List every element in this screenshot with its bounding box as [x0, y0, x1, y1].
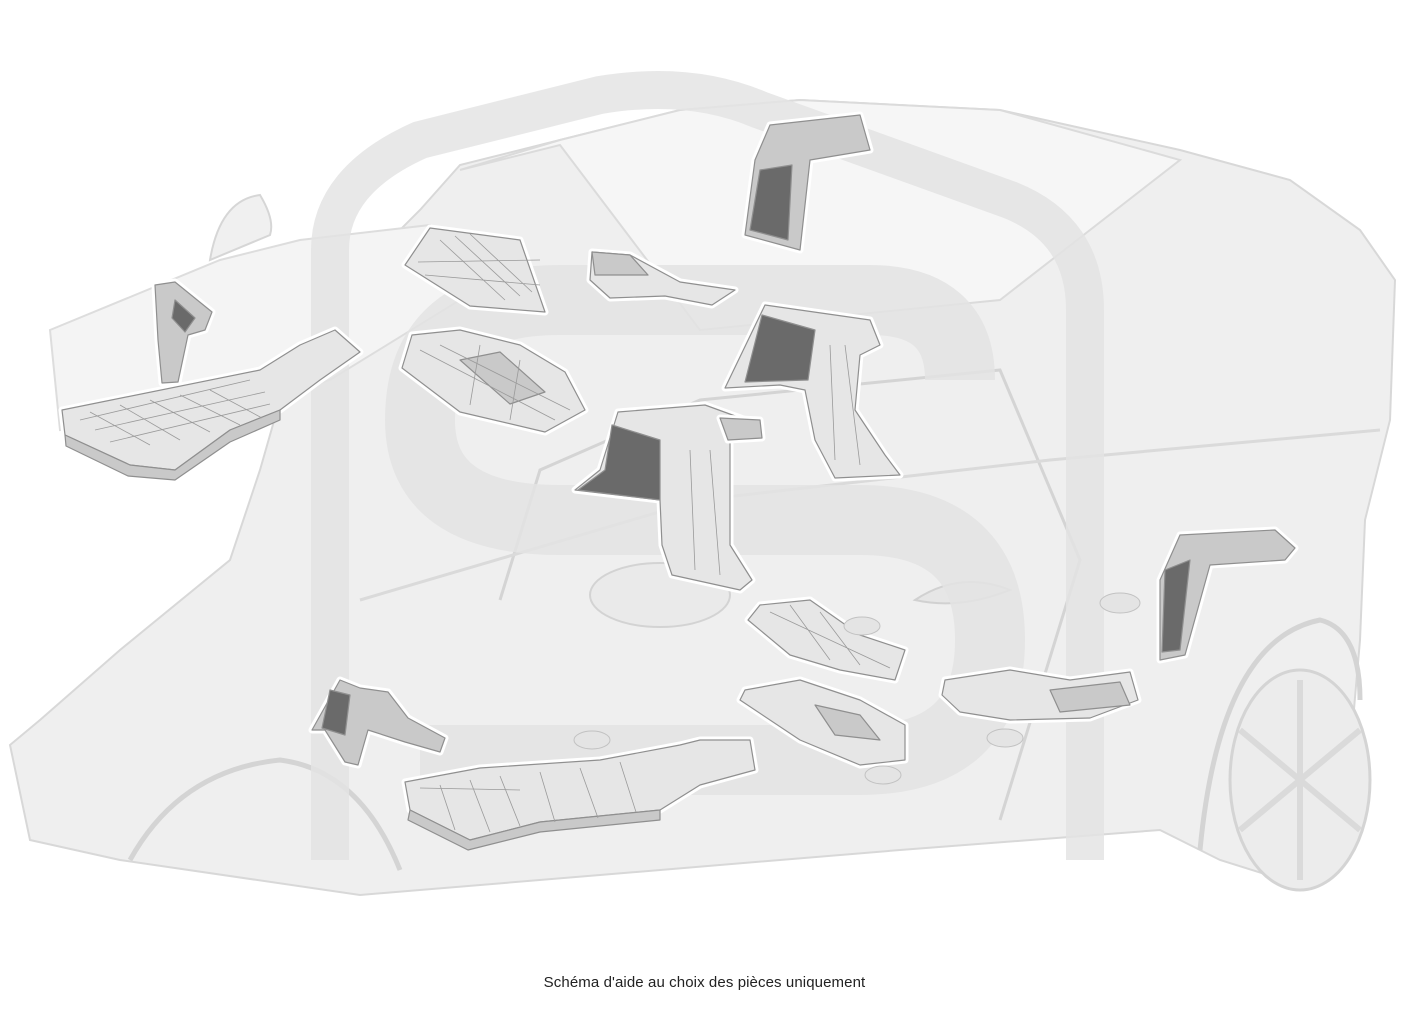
front-wheelhouse-bracket[interactable] [938, 666, 1142, 724]
windshield [459, 98, 1183, 332]
rear-wheel-arch [1197, 617, 1363, 851]
front-floor-center-support[interactable] [736, 676, 909, 769]
rear-seat-floor-tray[interactable] [401, 224, 549, 316]
tunnel-reinforcement-rear[interactable] [721, 301, 904, 482]
rear-wheel [1228, 668, 1372, 892]
rear-quarter-side-bracket[interactable] [151, 278, 216, 387]
rear-floor-cross-member[interactable] [398, 326, 589, 436]
clip-tag-3[interactable] [573, 730, 611, 750]
roof-rail-bracket[interactable] [586, 248, 739, 309]
clip-tag-4[interactable] [986, 728, 1024, 748]
caption-text: Schéma d'aide au choix des pièces unique… [543, 974, 866, 991]
clip-tag-5[interactable] [864, 765, 902, 785]
rear-luggage-floor-panel[interactable] [58, 326, 364, 481]
rear-view-mirror-top [208, 193, 273, 262]
front-seat-cross-member[interactable] [744, 596, 909, 684]
clip-tag-2[interactable] [1099, 592, 1141, 614]
a-pillar-lower-bracket[interactable] [308, 676, 449, 769]
front-fender-arch [127, 757, 403, 871]
front-floor-side-member[interactable] [1156, 526, 1299, 664]
rocker-sill-panel-front[interactable] [716, 414, 766, 444]
clip-tag-1[interactable] [843, 616, 881, 636]
front-longitudinal-rail[interactable] [401, 736, 759, 851]
upper-b-pillar-reinforcement[interactable] [741, 111, 874, 254]
